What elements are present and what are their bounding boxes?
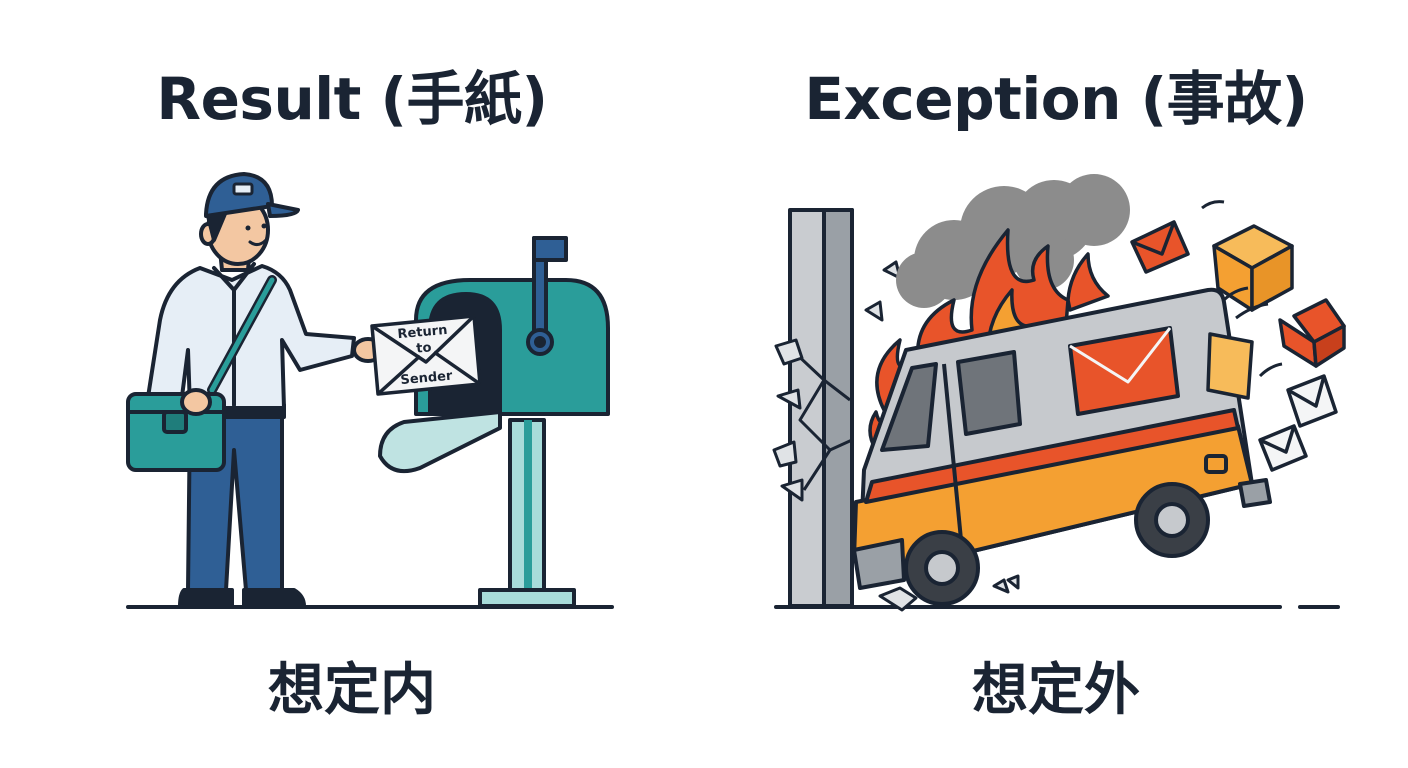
envelope-text-line-1: Return (397, 323, 448, 342)
delivery-van (852, 287, 1272, 606)
flying-package-3 (1206, 332, 1254, 400)
exception-panel: Exception (事故) (704, 0, 1408, 768)
mailbox (378, 236, 610, 608)
flying-envelope-3 (1258, 424, 1308, 472)
flying-envelope-1 (1130, 220, 1190, 274)
flying-package-2 (1278, 298, 1346, 368)
result-panel: Result (手紙) (126, 65, 614, 723)
return-envelope (370, 314, 482, 396)
van-crash-illustration (772, 174, 1346, 612)
cracked-wall (788, 208, 854, 608)
exception-caption: 想定外 (972, 658, 1140, 723)
envelope-label: Return to Sender (397, 323, 454, 389)
result-caption: 想定内 (268, 658, 436, 723)
envelope-text-line-3: Sender (400, 369, 454, 389)
mail-carrier-illustration: Return to Sender (126, 172, 614, 609)
envelope-text-line-2: to (416, 340, 432, 356)
mail-carrier-figure (126, 172, 384, 608)
flying-envelope-2 (1286, 374, 1338, 428)
exception-title: Exception (事故) (804, 65, 1308, 133)
flying-mail (1130, 200, 1346, 472)
result-title: Result (手紙) (156, 65, 548, 133)
smoke-cloud (896, 174, 1130, 308)
flying-package-1 (1212, 224, 1294, 312)
wall-debris (772, 260, 1020, 612)
